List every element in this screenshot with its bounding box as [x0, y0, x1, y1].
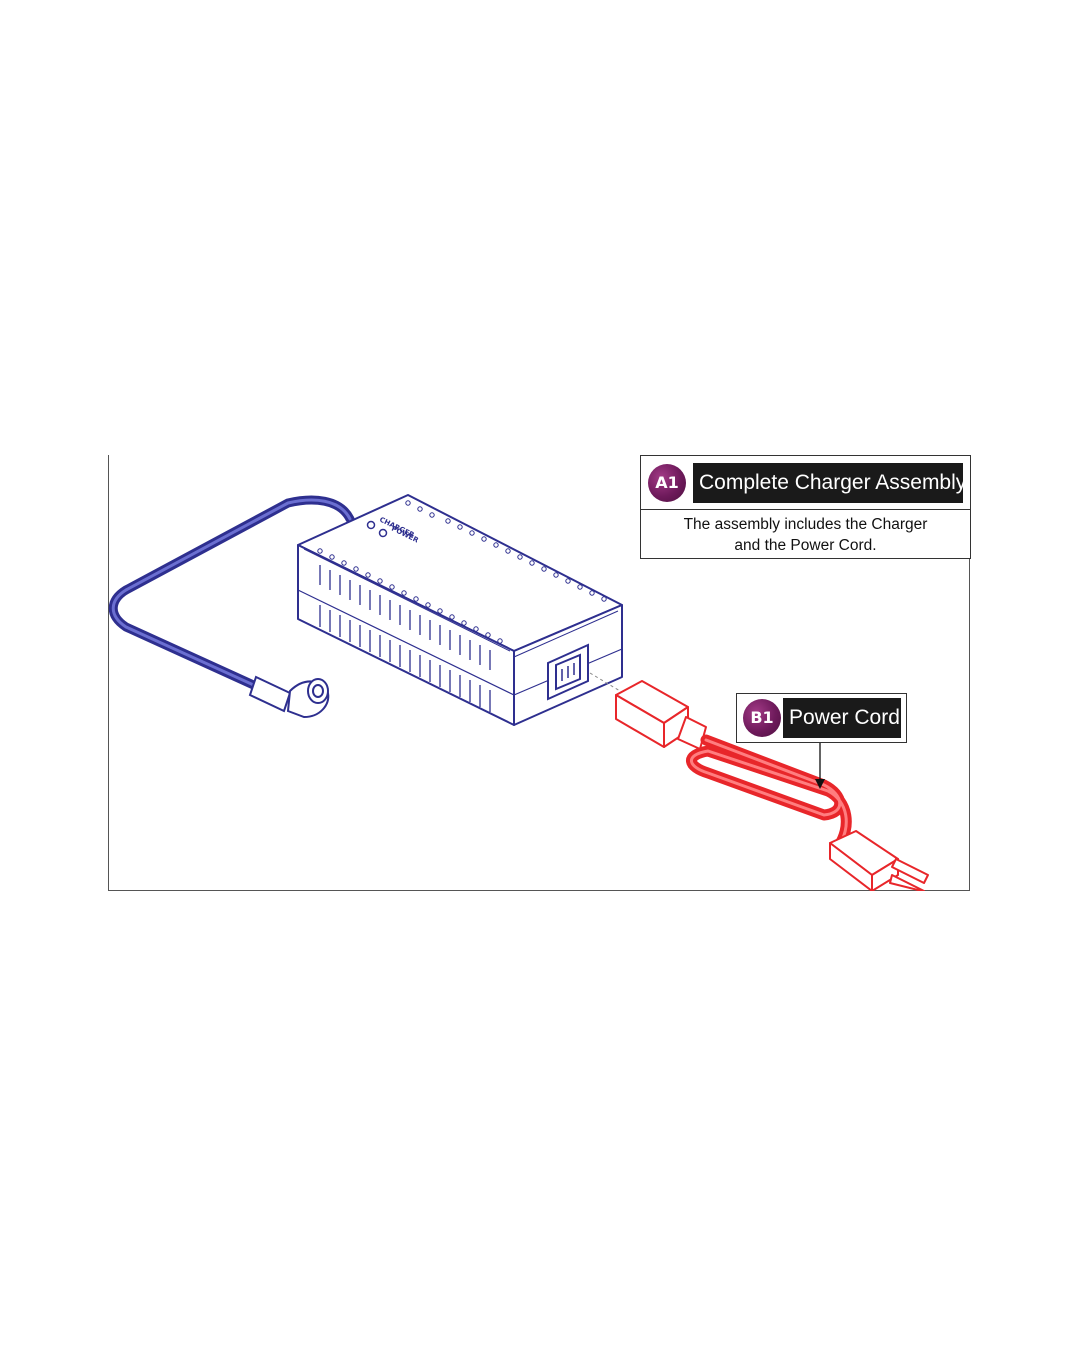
callout-badge-a1: A1	[648, 464, 686, 502]
charger-illustration: CHARGER POWER	[108, 494, 929, 891]
vent-dots	[317, 500, 607, 644]
power-cord	[615, 680, 929, 891]
ac-inlet	[547, 643, 589, 701]
description-line-2: and the Power Cord.	[734, 537, 877, 554]
callout-divider	[641, 509, 970, 510]
callout-title-a1: Complete Charger Assembly	[693, 463, 966, 503]
description-line-1: The assembly includes the Charger	[683, 516, 928, 533]
callout-complete-charger-assembly: A1 Complete Charger Assembly The assembl…	[640, 455, 971, 559]
b1-leader-arrow	[815, 743, 825, 789]
indicator-leds	[366, 520, 388, 538]
dc-connector	[248, 675, 330, 719]
callout-description-a1: The assembly includes the Charger and th…	[641, 514, 970, 556]
dc-output-cable	[108, 495, 355, 692]
callout-title-b1: Power Cord	[783, 698, 901, 738]
callout-badge-b1: B1	[743, 699, 781, 737]
vent-slots	[319, 565, 491, 712]
callout-power-cord: B1 Power Cord	[736, 693, 907, 743]
